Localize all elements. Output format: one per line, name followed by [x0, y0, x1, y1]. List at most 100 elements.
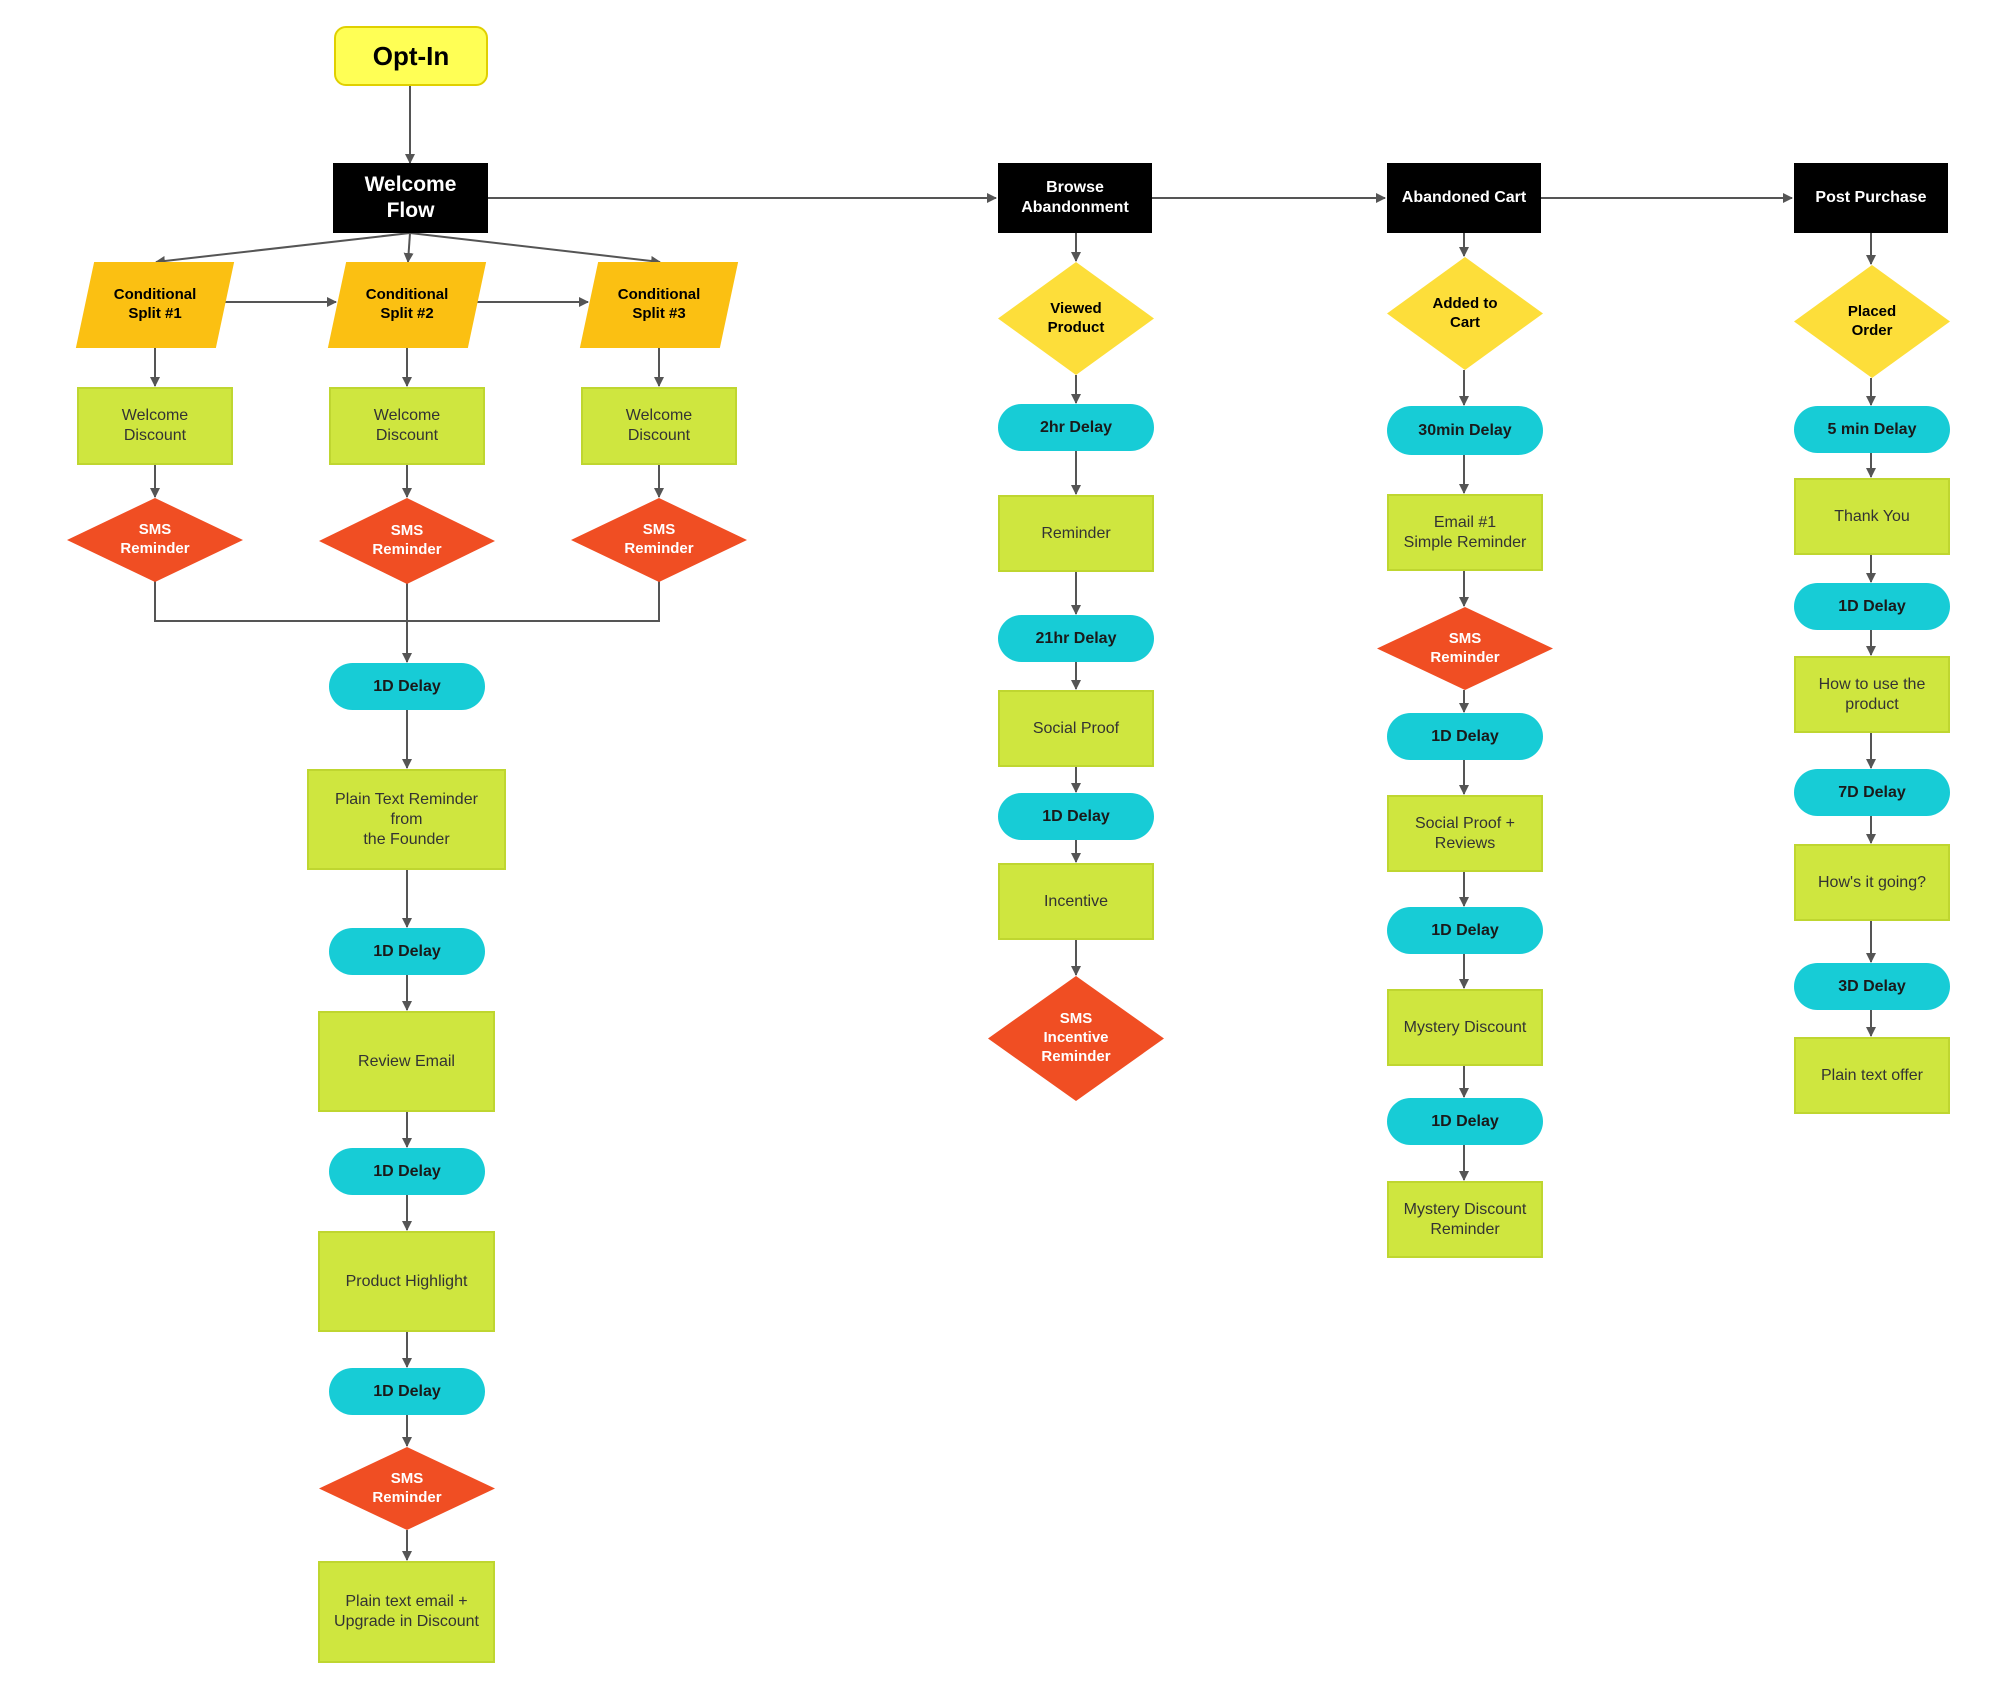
node-label: Post Purchase [1815, 189, 1927, 206]
delay-node[interactable]: 3D Delay [1794, 963, 1950, 1010]
how-to-use-email[interactable]: How to use the product [1794, 656, 1950, 733]
plain-text-offer-email[interactable]: Plain text offer [1794, 1037, 1950, 1114]
node-label: 30min Delay [1418, 421, 1512, 439]
node-label: Mystery Discount [1403, 1018, 1527, 1036]
node-label: Placed Order [1847, 302, 1897, 339]
node-label: Viewed Product [1047, 299, 1105, 336]
node-label: Plain text email + Upgrade in Discount [334, 1593, 479, 1630]
delay-node[interactable]: 1D Delay [329, 1368, 485, 1415]
node-label: Plain text offer [1821, 1066, 1923, 1084]
connector [155, 232, 411, 266]
node-label: Incentive [1043, 892, 1109, 910]
node-label: SMS Reminder [372, 1469, 442, 1506]
social-proof-reviews-email[interactable]: Social Proof + Reviews [1387, 795, 1543, 872]
node-label: 2hr Delay [1039, 418, 1113, 436]
node-label: How to use the product [1818, 675, 1926, 713]
delay-node[interactable]: 30min Delay [1387, 406, 1543, 455]
node-label: Added to Cart [1432, 294, 1498, 331]
welcome-flow-header[interactable]: Welcome Flow [333, 163, 488, 233]
node-label: 1D Delay [373, 1162, 441, 1180]
placed-order-decision[interactable]: Placed Order [1794, 265, 1950, 378]
conditional-split-1[interactable]: Conditional Split #1 [85, 262, 225, 348]
conditional-split-3[interactable]: Conditional Split #3 [589, 262, 729, 348]
review-email[interactable]: Review Email [318, 1011, 495, 1112]
sms-reminder-node[interactable]: SMS Reminder [319, 498, 495, 584]
node-label: How's it going? [1818, 873, 1926, 891]
node-label: Mystery Discount Reminder [1403, 1200, 1527, 1238]
welcome-discount-email[interactable]: Welcome Discount [581, 387, 737, 465]
sms-reminder-node[interactable]: SMS Reminder [571, 498, 747, 582]
node-label: Social Proof + Reviews [1414, 814, 1516, 852]
node-label: Conditional Split #1 [113, 286, 197, 322]
welcome-discount-email[interactable]: Welcome Discount [77, 387, 233, 465]
node-label: 1D Delay [373, 677, 441, 695]
opt-in-node[interactable]: Opt-In [334, 26, 488, 86]
node-label: SMS Reminder [1430, 629, 1500, 666]
delay-node[interactable]: 1D Delay [1387, 713, 1543, 760]
node-label: Social Proof [1032, 719, 1120, 737]
post-purchase-header[interactable]: Post Purchase [1794, 163, 1948, 233]
delay-node[interactable]: 2hr Delay [998, 404, 1154, 451]
node-label: SMS Reminder [624, 521, 694, 557]
node-label: Review Email [358, 1052, 455, 1070]
thank-you-email[interactable]: Thank You [1794, 478, 1950, 555]
browse-abandonment-header[interactable]: Browse Abandonment [998, 163, 1152, 233]
viewed-product-decision[interactable]: Viewed Product [998, 262, 1154, 375]
delay-node[interactable]: 1D Delay [329, 928, 485, 975]
delay-node[interactable]: 1D Delay [1794, 583, 1950, 630]
upgrade-discount-email[interactable]: Plain text email + Upgrade in Discount [318, 1561, 495, 1663]
node-label: Welcome Flow [364, 172, 457, 222]
delay-node[interactable]: 1D Delay [329, 1148, 485, 1195]
incentive-email[interactable]: Incentive [998, 863, 1154, 940]
sms-reminder-node[interactable]: SMS Reminder [319, 1447, 495, 1530]
delay-node[interactable]: 1D Delay [1387, 907, 1543, 954]
mystery-discount-reminder-email[interactable]: Mystery Discount Reminder [1387, 1181, 1543, 1258]
sms-reminder-node[interactable]: SMS Reminder [67, 498, 243, 582]
node-label: Welcome Discount [625, 407, 693, 444]
node-label: Reminder [1041, 524, 1111, 542]
node-label: Product Highlight [345, 1272, 468, 1290]
node-label: 1D Delay [1431, 727, 1499, 745]
delay-node[interactable]: 1D Delay [998, 793, 1154, 840]
node-label: 1D Delay [1431, 921, 1499, 939]
reminder-email[interactable]: Reminder [998, 495, 1154, 572]
conditional-split-2[interactable]: Conditional Split #2 [337, 262, 477, 348]
delay-node[interactable]: 1D Delay [329, 663, 485, 710]
node-label: 3D Delay [1838, 977, 1906, 995]
connector [403, 232, 414, 263]
node-label: SMS Reminder [372, 522, 442, 558]
node-label: Conditional Split #3 [617, 286, 701, 322]
node-label: Opt-In [372, 40, 450, 71]
node-label: Plain Text Reminder from the Founder [335, 790, 478, 848]
node-label: Welcome Discount [373, 407, 441, 444]
hows-it-going-email[interactable]: How's it going? [1794, 844, 1950, 921]
simple-reminder-email[interactable]: Email #1 Simple Reminder [1387, 494, 1543, 571]
product-highlight-email[interactable]: Product Highlight [318, 1231, 495, 1332]
node-label: 7D Delay [1838, 783, 1906, 801]
social-proof-email[interactable]: Social Proof [998, 690, 1154, 767]
delay-node[interactable]: 5 min Delay [1794, 406, 1950, 453]
node-label: 5 min Delay [1827, 420, 1917, 438]
abandoned-cart-header[interactable]: Abandoned Cart [1387, 163, 1541, 233]
added-to-cart-decision[interactable]: Added to Cart [1387, 257, 1543, 370]
delay-node[interactable]: 7D Delay [1794, 769, 1950, 816]
node-label: 1D Delay [1431, 1112, 1499, 1130]
node-label: 1D Delay [1838, 597, 1906, 615]
delay-node[interactable]: 21hr Delay [998, 615, 1154, 662]
node-label: Email #1 Simple Reminder [1403, 513, 1527, 551]
node-label: 1D Delay [373, 942, 441, 960]
connector [409, 232, 661, 266]
node-label: 1D Delay [1042, 807, 1110, 825]
node-label: Abandoned Cart [1401, 189, 1527, 206]
node-label: Conditional Split #2 [365, 286, 449, 322]
sms-incentive-reminder-node[interactable]: SMS Incentive Reminder [988, 976, 1164, 1101]
sms-reminder-node[interactable]: SMS Reminder [1377, 607, 1553, 690]
node-label: 1D Delay [373, 1382, 441, 1400]
delay-node[interactable]: 1D Delay [1387, 1098, 1543, 1145]
mystery-discount-email[interactable]: Mystery Discount [1387, 989, 1543, 1066]
node-label: 21hr Delay [1035, 629, 1117, 647]
welcome-discount-email[interactable]: Welcome Discount [329, 387, 485, 465]
founder-reminder-email[interactable]: Plain Text Reminder from the Founder [307, 769, 506, 870]
